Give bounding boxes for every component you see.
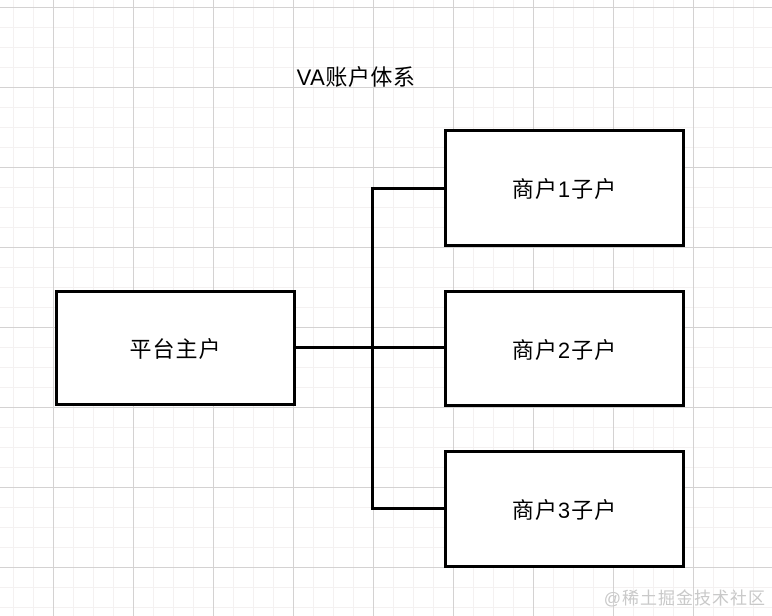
diagram-title: VA账户体系: [296, 65, 416, 90]
node-merchant-1-sub-label: 商户1子户: [511, 177, 618, 202]
node-merchant-3-sub: 商户3子户: [444, 450, 685, 568]
node-merchant-2-sub-label: 商户2子户: [511, 337, 618, 363]
edge-trunk-to-merchant-1: [371, 187, 445, 190]
node-platform-master: 平台主户: [55, 290, 296, 406]
node-merchant-3-sub-label: 商户3子户: [511, 498, 618, 523]
edge-master-to-trunk: [295, 346, 445, 349]
node-merchant-1-sub: 商户1子户: [444, 129, 685, 247]
node-merchant-2-sub: 商户2子户: [444, 290, 685, 407]
edge-trunk-vertical: [371, 187, 374, 510]
edge-trunk-to-merchant-3: [371, 507, 445, 510]
node-platform-master-label: 平台主户: [129, 337, 222, 362]
watermark: @稀土掘金技术社区: [603, 589, 766, 608]
